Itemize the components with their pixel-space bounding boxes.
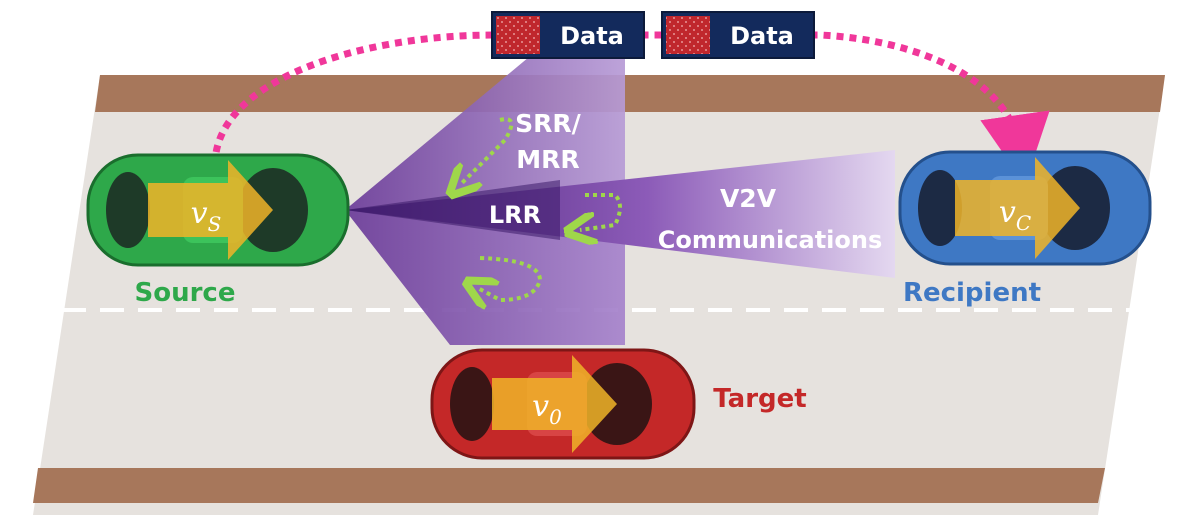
v2v-label-line2: Communications [658,226,883,254]
beam-labels: SRR/ MRR LRR V2V Communications [489,109,882,254]
target-label: Target [713,384,806,414]
target-velocity-arrow [492,355,617,453]
source-car: vS [86,153,350,267]
top-curb [95,75,1165,112]
ripple-srr [460,117,514,185]
data-packets: Data Data [491,11,815,59]
ripples [460,117,622,300]
target-car: v0 [430,348,696,460]
source-velocity-arrow [148,160,273,260]
recipient-label: Recipient [903,278,1041,308]
recipient-velocity-arrow [955,157,1080,259]
data-transfer-arc [211,31,1050,185]
data-packet-label: Data [560,22,624,50]
v2v-label-line1: V2V [720,184,777,213]
source-velocity-symbol: vS [191,196,222,236]
lrr-label: LRR [489,201,541,229]
ripple-lrr [580,193,622,230]
data-packet: Data [491,11,645,59]
source-label: Source [135,278,236,308]
recipient-velocity-symbol: vC [999,195,1031,235]
data-packet: Data [661,11,815,59]
srr-beam [345,52,625,210]
bottom-curb [33,468,1105,503]
srr-label-line2: MRR [516,145,579,174]
recipient-car: vC [898,150,1152,266]
lrr-beam [345,180,560,240]
target-velocity-symbol: v0 [532,389,562,429]
srr-label-line1: SRR/ [515,109,582,138]
data-packet-label: Data [730,22,794,50]
